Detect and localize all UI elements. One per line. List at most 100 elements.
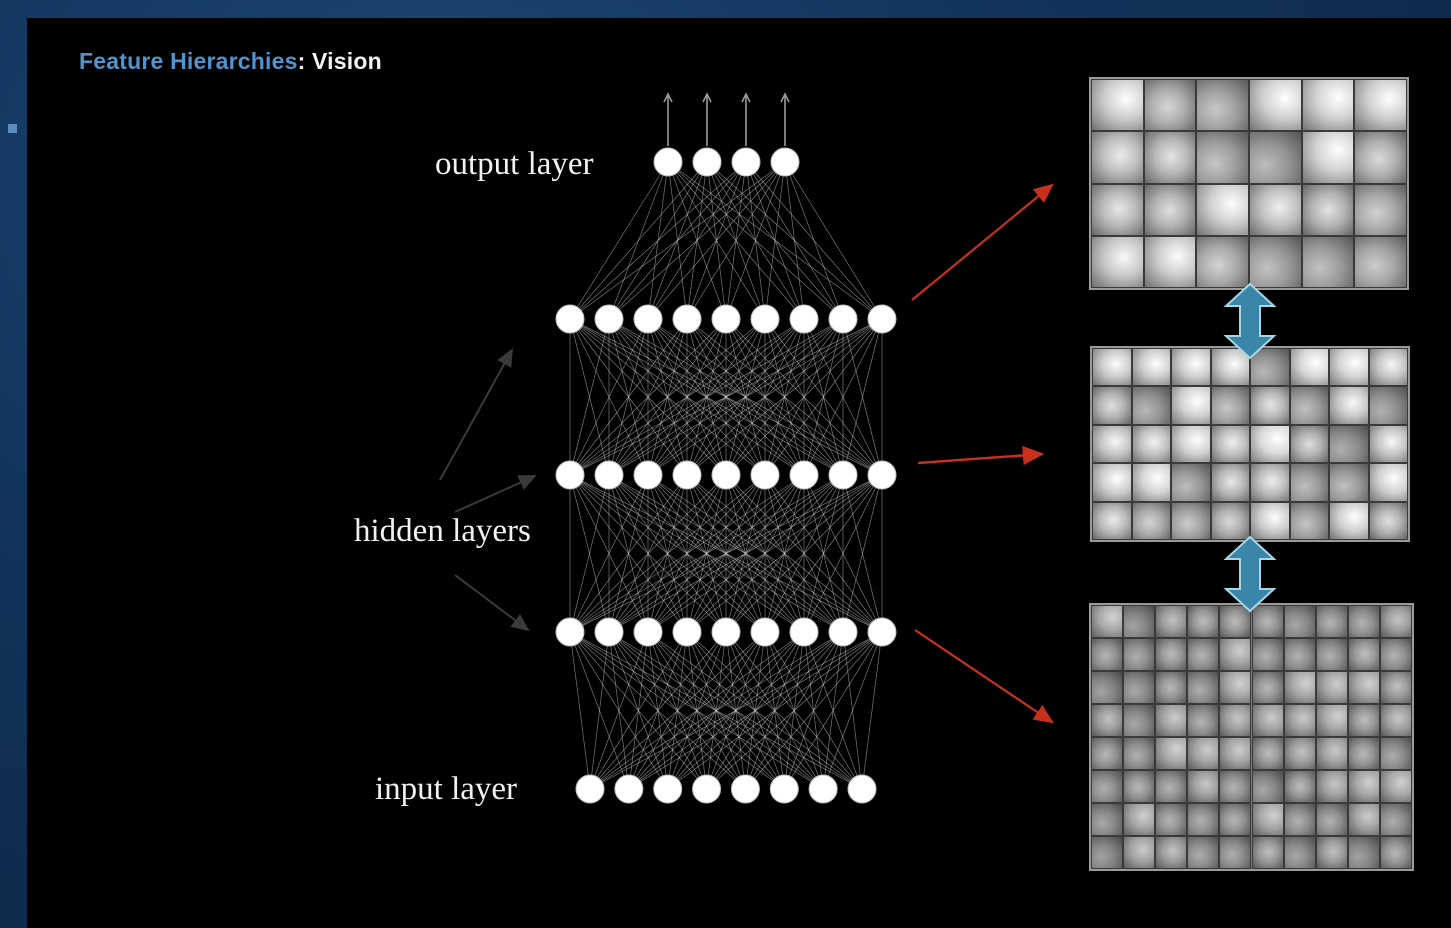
connection-line — [667, 631, 883, 790]
object-parts-faces-cell — [1143, 79, 1197, 132]
label-arrow-down — [454, 574, 530, 632]
output-arrowhead — [780, 92, 790, 103]
edge-features-cell — [1155, 638, 1188, 671]
mid-level-parts-cell — [1289, 463, 1329, 502]
input-node — [692, 774, 722, 804]
connection-line — [569, 318, 844, 476]
output-node — [770, 147, 800, 177]
edge-features-cell — [1091, 671, 1124, 704]
connection-line — [569, 474, 883, 633]
edge-features-cell — [1155, 737, 1188, 770]
edge-features-cell — [1219, 671, 1252, 704]
edge-features-cell — [1347, 638, 1380, 671]
connection-line — [589, 631, 649, 790]
label-arrow-mid — [454, 475, 537, 513]
hidden-2-node — [711, 460, 741, 490]
hidden-2-node — [750, 460, 780, 490]
connection-line — [569, 474, 727, 633]
connection-line — [784, 161, 805, 320]
hidden-2-node — [828, 460, 858, 490]
object-parts-faces-cell — [1091, 235, 1144, 288]
connection-line — [608, 318, 883, 476]
edge-features-cell — [1123, 770, 1156, 803]
hidden-3-node — [867, 304, 897, 334]
edge-features-cell — [1123, 737, 1156, 770]
slide-frame-edge — [0, 0, 27, 928]
mid-level-parts-cell — [1289, 424, 1329, 464]
edge-features-cell — [1187, 836, 1220, 869]
hidden-1-node — [711, 617, 741, 647]
edge-features-cell — [1251, 671, 1284, 704]
feature-map-faces — [1089, 77, 1409, 290]
edge-features-cell — [1283, 704, 1316, 737]
double-arrow-upper — [1223, 282, 1277, 360]
connection-line — [764, 318, 883, 476]
mid-level-parts-cell — [1368, 386, 1408, 425]
edge-features-cell — [1123, 803, 1156, 836]
edge-features-cell — [1283, 836, 1316, 869]
object-parts-faces-cell — [1143, 235, 1197, 288]
connection-line — [764, 474, 883, 633]
edge-features-cell — [1091, 737, 1124, 770]
edge-features-cell — [1379, 638, 1412, 671]
bullet-marker — [8, 124, 17, 133]
connection-line — [569, 318, 805, 476]
connection-line — [589, 631, 805, 790]
mid-level-parts-cell — [1329, 424, 1369, 464]
connection-line — [569, 161, 669, 320]
output-node — [731, 147, 761, 177]
connection-line — [569, 318, 727, 476]
edge-features-cell — [1379, 770, 1412, 803]
edge-features-cell — [1219, 836, 1252, 869]
mid-level-parts-cell — [1171, 501, 1211, 540]
edge-features-cell — [1251, 737, 1284, 770]
mid-level-parts-cell — [1171, 386, 1211, 425]
edge-features-cell — [1091, 638, 1124, 671]
output-arrows — [663, 92, 790, 146]
mid-level-parts-cell — [1289, 386, 1329, 425]
edge-features-cell — [1347, 737, 1380, 770]
pointer-arrow-upper — [911, 183, 1054, 301]
feature-map-parts — [1090, 346, 1410, 542]
connection-line — [569, 318, 688, 476]
mid-level-parts-cell — [1092, 424, 1132, 464]
connection-line — [569, 318, 649, 476]
connection-line — [803, 474, 883, 633]
mid-level-parts-cell — [1250, 424, 1290, 464]
input-node — [575, 774, 605, 804]
input-node — [614, 774, 644, 804]
connection-line — [842, 474, 883, 633]
hidden-1-node — [867, 617, 897, 647]
edge-features-cell — [1091, 605, 1124, 638]
hidden-2-node — [633, 460, 663, 490]
object-parts-faces-cell — [1301, 79, 1355, 132]
label-arrow-up — [439, 348, 513, 481]
mid-level-parts-cell — [1329, 463, 1369, 502]
mid-level-parts-cell — [1250, 386, 1290, 425]
hidden-3-node — [789, 304, 819, 334]
feature-map-edges — [1089, 603, 1414, 871]
input-node — [769, 774, 799, 804]
slide-title-accent: Feature Hierarchies — [79, 48, 298, 74]
mid-level-parts-cell — [1250, 348, 1290, 387]
connection-line — [822, 631, 883, 790]
mid-level-parts-cell — [1171, 348, 1211, 387]
output-arrowhead — [702, 92, 712, 103]
connection-line — [647, 474, 883, 633]
edge-features-cell — [1251, 638, 1284, 671]
object-parts-faces-cell — [1091, 183, 1144, 236]
edge-features-cell — [1283, 737, 1316, 770]
edge-features-cell — [1379, 803, 1412, 836]
hidden-3-node — [594, 304, 624, 334]
object-parts-faces-cell — [1196, 79, 1249, 132]
object-parts-faces-cell — [1196, 183, 1249, 236]
connection-line — [745, 631, 883, 790]
edge-features-cell — [1283, 605, 1316, 638]
mid-level-parts-cell — [1250, 463, 1290, 502]
edge-features-cell — [1187, 671, 1220, 704]
hidden-1-node — [750, 617, 780, 647]
edge-features-cell — [1155, 836, 1188, 869]
edge-features-cell — [1091, 704, 1124, 737]
connection-line — [569, 474, 805, 633]
edge-features-cell — [1187, 770, 1220, 803]
